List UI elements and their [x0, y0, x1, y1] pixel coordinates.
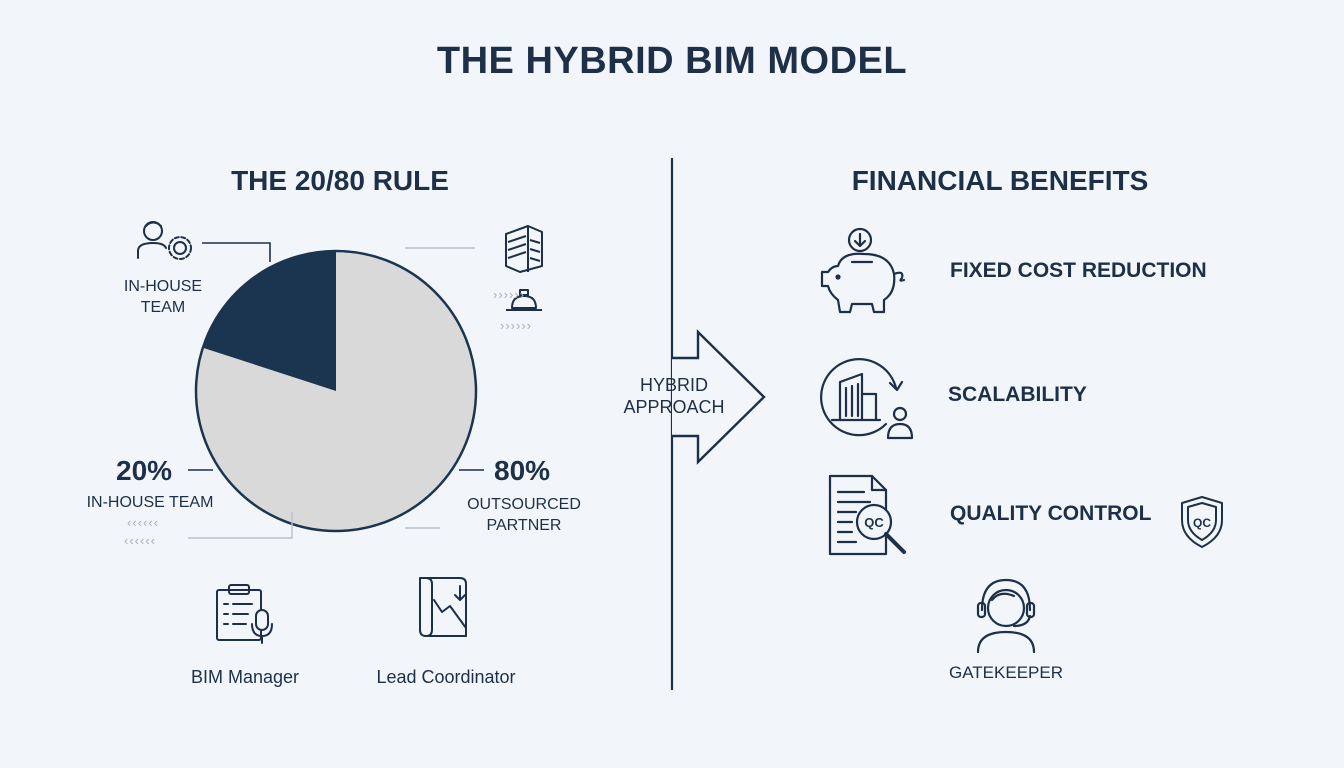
outsourced-percentage: 80%: [494, 455, 551, 486]
building-icon: [505, 225, 543, 273]
chevrons-left-top: ‹‹‹‹‹‹: [127, 515, 159, 530]
left-section-heading: THE 20/80 RULE: [231, 165, 449, 196]
chevrons-right-top: ››››››: [493, 287, 525, 302]
inhouse-percentage: 20%: [116, 455, 173, 486]
svg-text:QC: QC: [864, 515, 884, 530]
pie-outline: [194, 249, 478, 533]
hybrid-approach-label: HYBRID APPROACH: [623, 375, 725, 417]
clipboard-mic-icon: [216, 584, 273, 644]
connector-inhouse-top: [202, 242, 271, 262]
inhouse-top-label: IN-HOUSE TEAM: [123, 278, 203, 316]
page-title: THE HYBRID BIM MODEL: [436, 40, 908, 82]
benefit-fixed-cost: FIXED COST REDUCTION: [950, 259, 1207, 282]
headset-person-icon: [976, 578, 1036, 654]
right-section-heading: FINANCIAL BENEFITS: [851, 165, 1149, 196]
person-gear-icon: [137, 221, 192, 260]
document-chart-icon: [419, 577, 467, 637]
connector-inhouse-bottom: [188, 512, 293, 539]
hybrid-arrow: [672, 329, 766, 465]
connector-lines: [188, 242, 484, 471]
benefit-scalability: SCALABILITY: [948, 383, 1087, 406]
outsourced-label: OUTSOURCED PARTNER: [467, 496, 581, 534]
pie-chart: [194, 249, 478, 533]
chevrons-right-mid: ››››››: [500, 318, 532, 333]
qc-magnifier-icon: QC: [828, 474, 906, 556]
piggy-bank-icon: [820, 227, 906, 314]
scalability-building-icon: [820, 358, 914, 440]
chevrons-left-bottom: ‹‹‹‹‹‹: [124, 533, 156, 548]
role-label-lead-coordinator: Lead Coordinator: [376, 667, 516, 687]
connector-lines-light: [188, 247, 475, 539]
inhouse-label: IN-HOUSE TEAM: [86, 494, 214, 511]
pie-slice-inhouse: [202, 251, 336, 391]
helmet-icon: [506, 289, 542, 311]
benefit-quality-control: QUALITY CONTROL: [950, 502, 1152, 525]
role-label-bim-manager: BIM Manager: [190, 667, 300, 687]
svg-text:QC: QC: [1193, 516, 1211, 530]
qc-shield-icon: QC: [1181, 496, 1223, 548]
gatekeeper-label: GATEKEEPER: [949, 663, 1063, 682]
